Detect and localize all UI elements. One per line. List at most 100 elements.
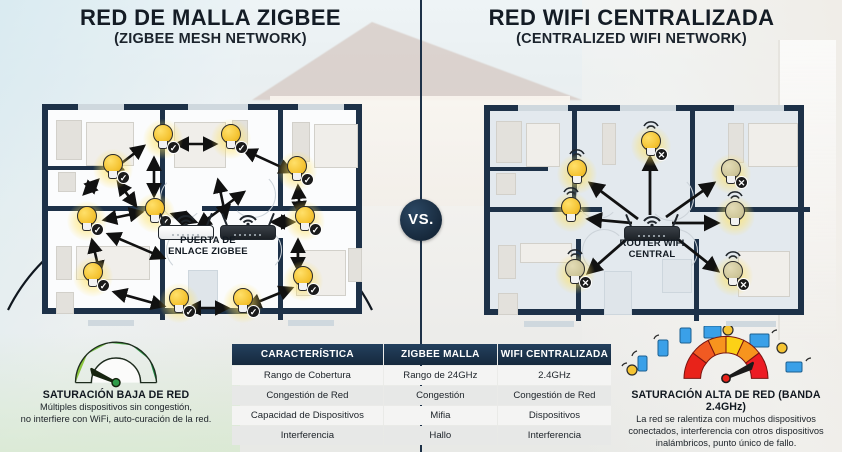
smart-bulb[interactable]: ✕ — [713, 251, 753, 296]
furniture — [602, 123, 616, 165]
table-cell: Congestión — [383, 386, 497, 405]
phone-icon — [637, 355, 648, 372]
check-badge-icon: ✓ — [117, 171, 130, 184]
wall — [694, 239, 699, 321]
wifi-icon — [643, 216, 661, 226]
smart-bulb[interactable]: ✕ — [711, 154, 751, 194]
smart-bulb[interactable]: ✕ — [631, 121, 671, 166]
window — [298, 104, 344, 110]
door-swing — [582, 229, 626, 273]
wall — [490, 167, 548, 171]
wall — [202, 206, 356, 211]
zigbee-gateway-router[interactable] — [158, 212, 214, 240]
router-leds — [638, 235, 666, 237]
check-badge-icon: ✓ — [167, 141, 180, 154]
smart-bulb[interactable]: ✕ — [555, 249, 595, 294]
zigbee-mesh-panel: RANGO DE COBERTURA EXTENDIDA — [0, 60, 421, 335]
furniture — [58, 172, 76, 192]
smart-bulb[interactable]: ✓ — [93, 149, 133, 189]
check-badge-icon: ✓ — [97, 279, 110, 292]
furniture — [56, 246, 72, 280]
low-saturation-gauge — [0, 336, 232, 388]
zigbee-coordinator-router[interactable] — [220, 212, 276, 240]
smart-bulb[interactable]: ✓ — [277, 151, 317, 191]
congested-devices-icons — [621, 326, 812, 376]
tablet-icon — [785, 361, 803, 373]
smart-bulb[interactable]: ✓ — [285, 201, 325, 241]
high-saturation-title: SATURACIÓN ALTA DE RED (BANDA 2.4GHz) — [631, 389, 821, 413]
furniture — [314, 124, 358, 168]
furniture — [498, 293, 518, 315]
wall — [278, 238, 283, 320]
window — [734, 105, 784, 111]
laptop-icon — [749, 333, 770, 348]
background-green-floor — [0, 332, 240, 452]
table-cell: Rango de Cobertura — [232, 366, 383, 385]
low-saturation-desc-line2: no interfiere con WiFi, auto-curación de… — [20, 413, 212, 424]
table-cell: Capacidad de Dispositivos — [232, 406, 383, 425]
smart-bulb[interactable] — [715, 191, 755, 236]
staircase — [604, 271, 632, 315]
furniture — [748, 123, 798, 167]
furniture — [56, 120, 82, 160]
window — [524, 321, 574, 327]
smart-bulb[interactable] — [551, 187, 591, 232]
smart-bulb[interactable]: ✓ — [67, 201, 107, 241]
zigbee-gateway-label-line1: PUERTA DE — [180, 235, 236, 246]
window — [620, 105, 676, 111]
bulb-base — [572, 176, 582, 184]
table-header-zigbee: ZIGBEE MALLA — [383, 344, 497, 365]
window — [88, 320, 134, 326]
wall — [490, 207, 602, 212]
right-subtitle: (CENTRALIZED WIFI NETWORK) — [516, 31, 747, 48]
router-body — [158, 225, 214, 240]
window — [78, 104, 124, 110]
table-cell: Interferencia — [497, 426, 611, 445]
window — [288, 320, 334, 326]
central-router-label-line1: ROUTER WIFI — [619, 238, 685, 249]
central-router-label: ROUTER WIFI CENTRAL — [582, 238, 722, 261]
background-house-roof — [252, 22, 582, 100]
x-badge-icon: ✕ — [655, 148, 668, 161]
low-saturation-desc-line1: Múltiples dispositivos sin congestión, — [40, 402, 192, 412]
right-heading-block: RED WIFI CENTRALIZADA (CENTRALIZED WIFI … — [421, 6, 842, 47]
furniture — [526, 123, 560, 167]
left-subtitle: (ZIGBEE MESH NETWORK) — [114, 31, 307, 48]
check-badge-icon: ✓ — [301, 173, 314, 186]
window — [518, 105, 568, 111]
low-saturation-desc: Múltiples dispositivos sin congestión, n… — [0, 402, 232, 426]
smart-bulb[interactable]: ✓ — [223, 283, 263, 323]
smart-bulb[interactable]: ✓ — [211, 119, 251, 159]
table-cell: Rango de 24GHz — [383, 366, 497, 385]
gauge-red-icon — [683, 335, 769, 384]
wifi-icon — [177, 215, 195, 225]
bulb-icon — [626, 326, 788, 376]
table-cell: Mifia — [383, 406, 497, 425]
central-wifi-router[interactable] — [624, 213, 680, 241]
zigbee-gateway-label: PUERTA DE ENLACE ZIGBEE — [138, 235, 278, 258]
check-badge-icon: ✓ — [309, 223, 322, 236]
smart-bulb[interactable]: ✓ — [283, 261, 323, 301]
check-badge-icon: ✓ — [307, 283, 320, 296]
smart-bulb[interactable]: ✓ — [73, 257, 113, 297]
gauge-green-icon — [74, 341, 158, 388]
table-cell: Congestión de Red — [232, 386, 383, 405]
router-leds — [234, 234, 262, 236]
high-saturation-callout: SATURACIÓN ALTA DE RED (BANDA 2.4GHz) La… — [610, 326, 842, 450]
smart-bulb[interactable]: ✓ — [143, 119, 183, 159]
x-badge-icon: ✕ — [579, 276, 592, 289]
table-row: Congestión de Red Congestión Congestión … — [232, 386, 611, 405]
window — [726, 321, 776, 327]
high-saturation-gauge — [610, 326, 842, 388]
furniture — [56, 292, 74, 314]
table-header-feature: CARACTERÍSTICA — [232, 344, 383, 365]
furniture — [496, 121, 522, 163]
smart-bulb[interactable]: ✓ — [159, 283, 199, 323]
table-row: Rango de Cobertura Rango de 24GHz 2.4GHz — [232, 366, 611, 385]
zigbee-gateway-label-line2: ENLACE ZIGBEE — [168, 245, 248, 257]
furniture — [520, 243, 572, 263]
wall — [48, 166, 106, 170]
smart-bulb[interactable] — [557, 149, 597, 194]
table-row: Capacidad de Dispositivos Mifia Disposit… — [232, 406, 611, 425]
